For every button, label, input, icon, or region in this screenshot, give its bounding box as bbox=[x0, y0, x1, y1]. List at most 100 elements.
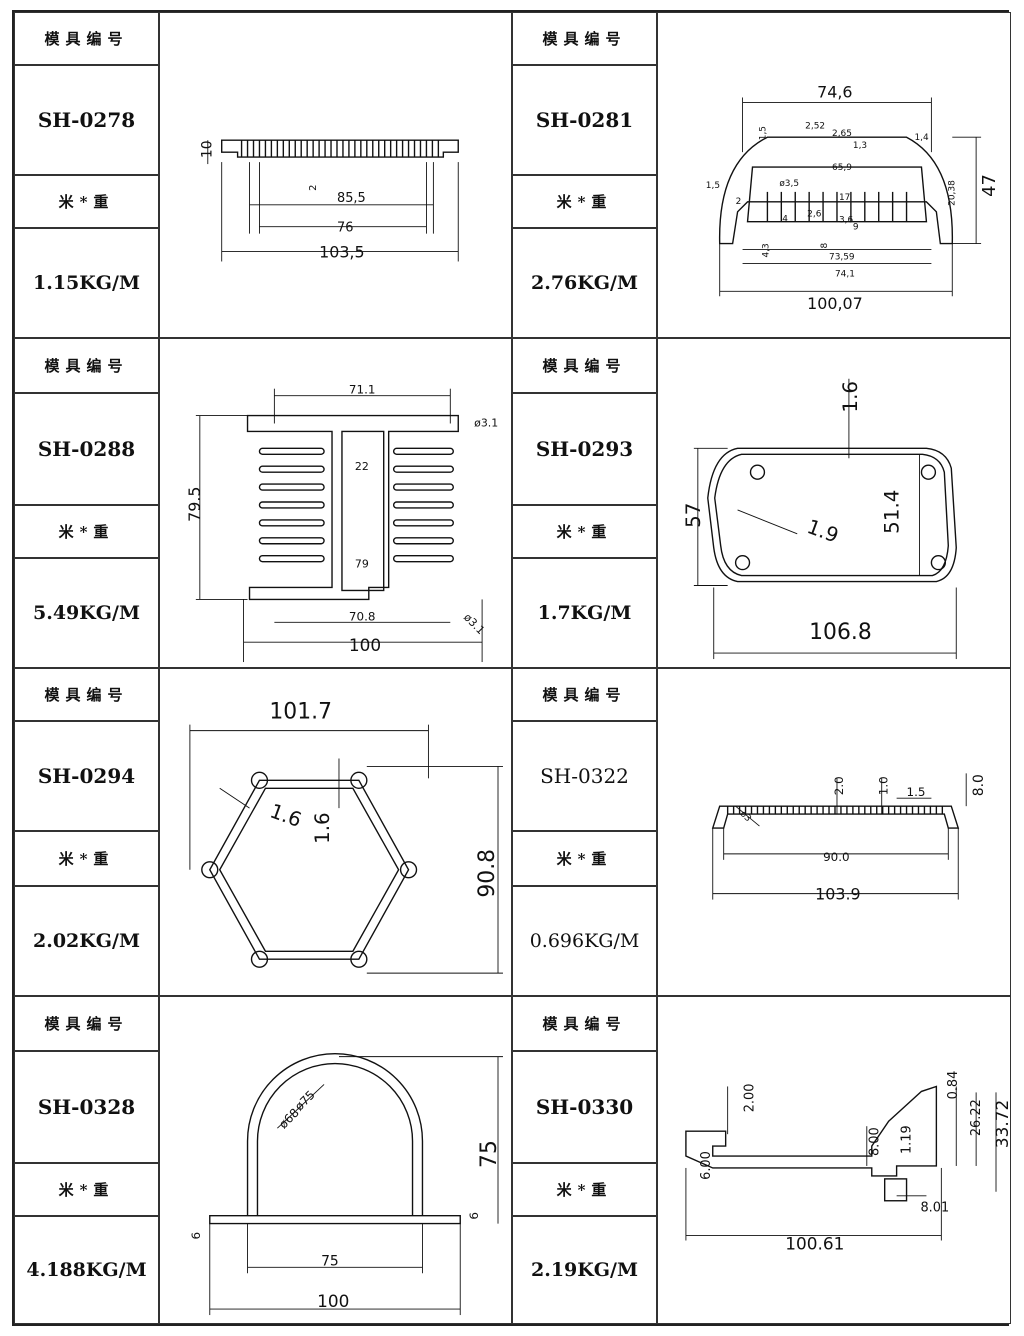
dim-d5: 1,5 bbox=[758, 126, 768, 140]
dim-height: 90.8 bbox=[475, 849, 500, 898]
dim-base: 75 bbox=[321, 1253, 339, 1269]
dim-top: 74,6 bbox=[817, 82, 852, 101]
weight-label: 米*重 bbox=[512, 831, 657, 886]
mold-no-label: 模具编号 bbox=[14, 12, 159, 65]
dim-top: 71.1 bbox=[349, 383, 376, 397]
fin-bar bbox=[258, 501, 325, 509]
mold-no-label: 模具编号 bbox=[512, 668, 657, 721]
dim-width: 106.8 bbox=[809, 620, 872, 645]
profile-drawing-sh0330: 2.00 0.84 26.22 33.72 8.00 1.19 6.00 8.0… bbox=[657, 996, 1011, 1324]
dim-d4: 33.72 bbox=[992, 1100, 1010, 1148]
model-code: SH-0330 bbox=[512, 1051, 657, 1163]
weight-value: 2.02KG/M bbox=[14, 886, 159, 996]
dim-d14: 2,6 bbox=[807, 210, 822, 220]
profile-drawing-sh0281: 74,6 2,52 2,65 1,3 1,4 1,5 65,9 ø3,5 1,5… bbox=[657, 12, 1011, 338]
dim-width: 100,07 bbox=[807, 294, 863, 313]
dim-d7: ø3,5 bbox=[779, 179, 799, 189]
dim-width: 103.9 bbox=[815, 885, 861, 904]
weight-value: 1.15KG/M bbox=[14, 228, 159, 338]
dim-width: 100.61 bbox=[785, 1233, 844, 1253]
dim-d2: 2,65 bbox=[832, 129, 852, 139]
profile-drawing-sh0288: 71.1 ø3.1 22 79 79.5 70.8 ø3.1 100 bbox=[159, 338, 512, 668]
dim-d18: 73,59 bbox=[829, 252, 855, 262]
dim-d7: 6.00 bbox=[699, 1151, 714, 1180]
dim-d12: 3,6 bbox=[839, 216, 854, 226]
fin-bar bbox=[258, 447, 325, 455]
dim-d15: 4 bbox=[782, 215, 788, 225]
dim-foot2: 6 bbox=[467, 1212, 481, 1220]
mold-no-label: 模具编号 bbox=[14, 338, 159, 393]
dim-wall1: 1.6 bbox=[267, 800, 305, 832]
model-code: SH-0293 bbox=[512, 393, 657, 505]
fin-bar bbox=[392, 447, 454, 455]
dim-d19: 74,1 bbox=[835, 269, 855, 279]
dim-d8: 1,5 bbox=[706, 181, 720, 191]
weight-value: 4.188KG/M bbox=[14, 1216, 159, 1324]
fin-bar bbox=[258, 519, 325, 527]
dim-hole: ø3.1 bbox=[474, 416, 498, 429]
model-code: SH-0288 bbox=[14, 393, 159, 505]
dim-height: 75 bbox=[477, 1140, 502, 1168]
fin-bar bbox=[258, 554, 325, 563]
fin-bar bbox=[392, 483, 454, 491]
dim-height: 57 bbox=[682, 503, 705, 528]
model-code: SH-0294 bbox=[14, 721, 159, 831]
dim-height: 8.0 bbox=[971, 774, 987, 796]
dim-d11: 20,38 bbox=[947, 180, 957, 206]
profile-drawing-sh0322: 2.0 1.0 1.5 8.0 ø3 90.0 103.9 bbox=[657, 668, 1011, 996]
model-code: SH-0281 bbox=[512, 65, 657, 175]
weight-label: 米*重 bbox=[14, 505, 159, 558]
weight-label: 米*重 bbox=[14, 175, 159, 228]
fin-bar bbox=[392, 519, 454, 527]
dim-d6: 1.19 bbox=[900, 1125, 915, 1154]
dim-wall: 1.6 bbox=[839, 381, 862, 413]
dim-inner: 51.4 bbox=[881, 490, 904, 534]
dim-width: 101.7 bbox=[269, 700, 332, 725]
dim-d1: 2.0 bbox=[832, 776, 846, 795]
dim-height: 47 bbox=[979, 174, 1000, 197]
fin-bar bbox=[258, 537, 325, 545]
dim-d17: 8 bbox=[820, 243, 830, 249]
weight-label: 米*重 bbox=[512, 505, 657, 558]
dim-d3: 1,3 bbox=[853, 141, 867, 151]
weight-value: 2.19KG/M bbox=[512, 1216, 657, 1324]
fin-bar bbox=[258, 465, 325, 473]
dim-inner: 85,5 bbox=[337, 191, 366, 206]
fin-bar bbox=[258, 483, 325, 491]
dim-diag: 1.9 bbox=[804, 515, 842, 547]
model-code: SH-0328 bbox=[14, 1051, 159, 1163]
dim-d3: 1.5 bbox=[907, 785, 926, 799]
model-code: SH-0322 bbox=[512, 721, 657, 831]
dim-d3: 26.22 bbox=[969, 1099, 984, 1136]
dim-hole2: ø3.1 bbox=[461, 611, 487, 637]
fin-bar bbox=[392, 537, 454, 545]
profile-drawing-sh0294: 101.7 1.6 1.6 90.8 bbox=[159, 668, 512, 996]
dim-height: 79.5 bbox=[185, 486, 204, 521]
dim-width: 100 bbox=[317, 1291, 349, 1311]
model-code: SH-0278 bbox=[14, 65, 159, 175]
dim-height: 10 bbox=[200, 140, 216, 158]
dim-foot1: 6 bbox=[189, 1232, 203, 1240]
dim-width: 103,5 bbox=[319, 242, 365, 261]
dim-d6: 65,9 bbox=[832, 163, 852, 173]
profile-drawing-sh0278: 10 2 85,5 76 103,5 bbox=[159, 12, 512, 338]
dim-inner: 79 bbox=[355, 558, 369, 571]
mold-no-label: 模具编号 bbox=[512, 996, 657, 1051]
dim-base: 76 bbox=[337, 221, 353, 236]
profile-drawing-sh0328: ø75 ø68 75 6 6 75 100 bbox=[159, 996, 512, 1324]
dim-fin: 2 bbox=[308, 185, 319, 191]
fin-bar bbox=[392, 465, 454, 473]
dim-inner: 90.0 bbox=[823, 850, 850, 864]
dim-d2: 1.0 bbox=[877, 776, 891, 795]
dim-d10: 17 bbox=[839, 193, 850, 203]
mold-no-label: 模具编号 bbox=[512, 12, 657, 65]
weight-label: 米*重 bbox=[512, 175, 657, 228]
dim-center: 22 bbox=[355, 460, 369, 473]
weight-label: 米*重 bbox=[14, 831, 159, 886]
weight-value: 5.49KG/M bbox=[14, 558, 159, 668]
weight-value: 2.76KG/M bbox=[512, 228, 657, 338]
fin-bar bbox=[392, 501, 454, 509]
mold-no-label: 模具编号 bbox=[14, 996, 159, 1051]
weight-label: 米*重 bbox=[14, 1163, 159, 1216]
weight-value: 1.7KG/M bbox=[512, 558, 657, 668]
